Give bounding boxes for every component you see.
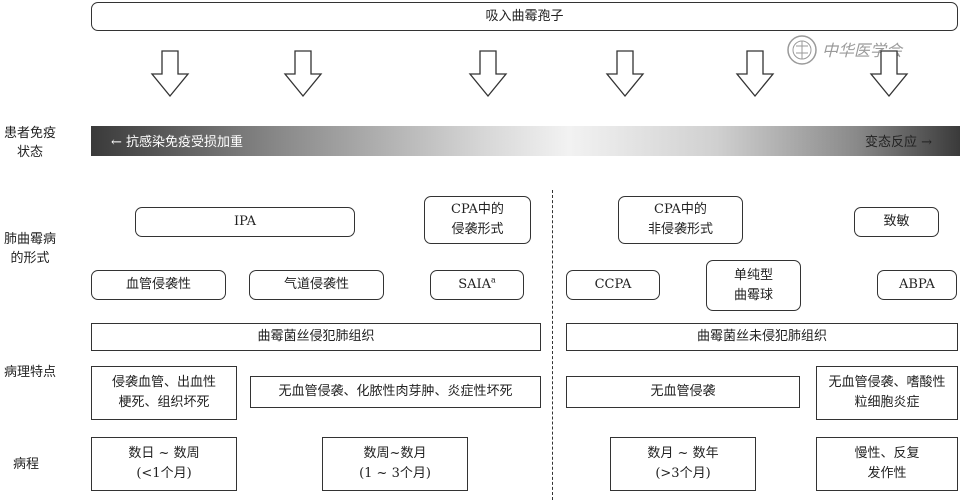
down-arrow-icon (605, 50, 645, 98)
pathology-no-vascular-invasion: 无血管侵袭 (566, 376, 800, 408)
pathology-eosinophilic-inflammation: 无血管侵袭、嗜酸性 粒细胞炎症 (816, 366, 958, 420)
inhale-spores-label: 吸入曲霉孢子 (485, 8, 564, 24)
seal-icon: 中华医学会 (787, 35, 904, 65)
form-abpa: ABPA (877, 270, 957, 300)
form-ipa: IPA (135, 207, 355, 237)
invasion-divider (552, 190, 553, 500)
gradient-left-label: ← 抗感染免疫受损加重 (111, 135, 244, 150)
form-cpa-noninvasive-label: CPA中的 非侵袭形式 (647, 202, 713, 237)
course-months-years: 数月 ~ 数年 (>3个月) (610, 437, 756, 491)
form-angioinvasive-label: 血管侵袭性 (125, 277, 191, 292)
form-abpa-label: ABPA (899, 277, 935, 292)
form-ccpa: CCPA (566, 270, 660, 300)
form-airway-invasive-label: 气道侵袭性 (283, 277, 349, 292)
pathology-vascular-invasion: 侵袭血管、出血性 梗死、组织坏死 (91, 366, 237, 420)
pathology-granuloma-necrosis: 无血管侵袭、化脓性肉芽肿、炎症性坏死 (250, 376, 541, 408)
form-sensitization: 致敏 (854, 207, 939, 237)
form-airway-invasive: 气道侵袭性 (249, 270, 384, 300)
form-aspergilloma: 单纯型 曲霉球 (706, 260, 801, 311)
course-chronic-recurrent: 慢性、反复 发作性 (816, 437, 958, 491)
down-arrow-icon (283, 50, 323, 98)
row-label-immune-status: 患者免疫 状态 (3, 126, 56, 160)
down-arrow-icon (735, 50, 775, 98)
form-cpa-noninvasive: CPA中的 非侵袭形式 (618, 196, 743, 244)
gradient-right-label: 变态反应 → (864, 135, 932, 150)
pathology-no-vascular-invasion-label: 无血管侵袭 (650, 384, 716, 399)
course-weeks-months: 数周~数月 (1 ~ 3个月) (322, 437, 468, 491)
form-saia: SAIAa (430, 270, 524, 300)
form-cpa-invasive: CPA中的 侵袭形式 (424, 196, 531, 244)
cma-logo: 中华医学会 (784, 32, 944, 68)
inhale-spores-box: 吸入曲霉孢子 (91, 2, 958, 31)
pathology-granuloma-necrosis-label: 无血管侵袭、化脓性肉芽肿、炎症性坏死 (278, 384, 513, 399)
row-label-course: 病程 (12, 457, 39, 472)
course-days-weeks-label: 数日 ~ 数周 (<1个月) (128, 446, 200, 481)
form-sensitization-label: 致敏 (883, 214, 910, 229)
down-arrow-icon (468, 50, 508, 98)
form-ipa-label: IPA (233, 214, 257, 229)
form-angioinvasive: 血管侵袭性 (91, 270, 226, 300)
row-label-disease-forms: 肺曲霉病 的形式 (3, 232, 56, 266)
form-ccpa-label: CCPA (594, 277, 632, 292)
form-cpa-invasive-label: CPA中的 侵袭形式 (451, 202, 504, 237)
hyphae-not-invade-lung-label: 曲霉菌丝未侵犯肺组织 (696, 329, 827, 344)
hyphae-invade-lung-label: 曲霉菌丝侵犯肺组织 (257, 329, 375, 344)
hyphae-not-invade-lung-box: 曲霉菌丝未侵犯肺组织 (566, 323, 958, 351)
form-saia-label: SAIAa (458, 275, 496, 292)
pathology-eosinophilic-inflammation-label: 无血管侵袭、嗜酸性 粒细胞炎症 (828, 375, 946, 410)
immune-gradient-bar: ← 抗感染免疫受损加重 变态反应 → (91, 126, 960, 156)
down-arrow-icon (150, 50, 190, 98)
form-aspergilloma-label: 单纯型 曲霉球 (733, 267, 773, 303)
course-months-years-label: 数月 ~ 数年 (>3个月) (647, 446, 719, 481)
course-weeks-months-label: 数周~数月 (1 ~ 3个月) (359, 446, 431, 481)
course-chronic-recurrent-label: 慢性、反复 发作性 (854, 446, 920, 481)
row-label-pathology: 病理特点 (3, 365, 56, 380)
course-days-weeks: 数日 ~ 数周 (<1个月) (91, 437, 237, 491)
hyphae-invade-lung-box: 曲霉菌丝侵犯肺组织 (91, 323, 541, 351)
saia-footnote-mark: a (491, 275, 496, 285)
down-arrow-icon (869, 50, 909, 98)
pathology-vascular-invasion-label: 侵袭血管、出血性 梗死、组织坏死 (111, 375, 216, 410)
